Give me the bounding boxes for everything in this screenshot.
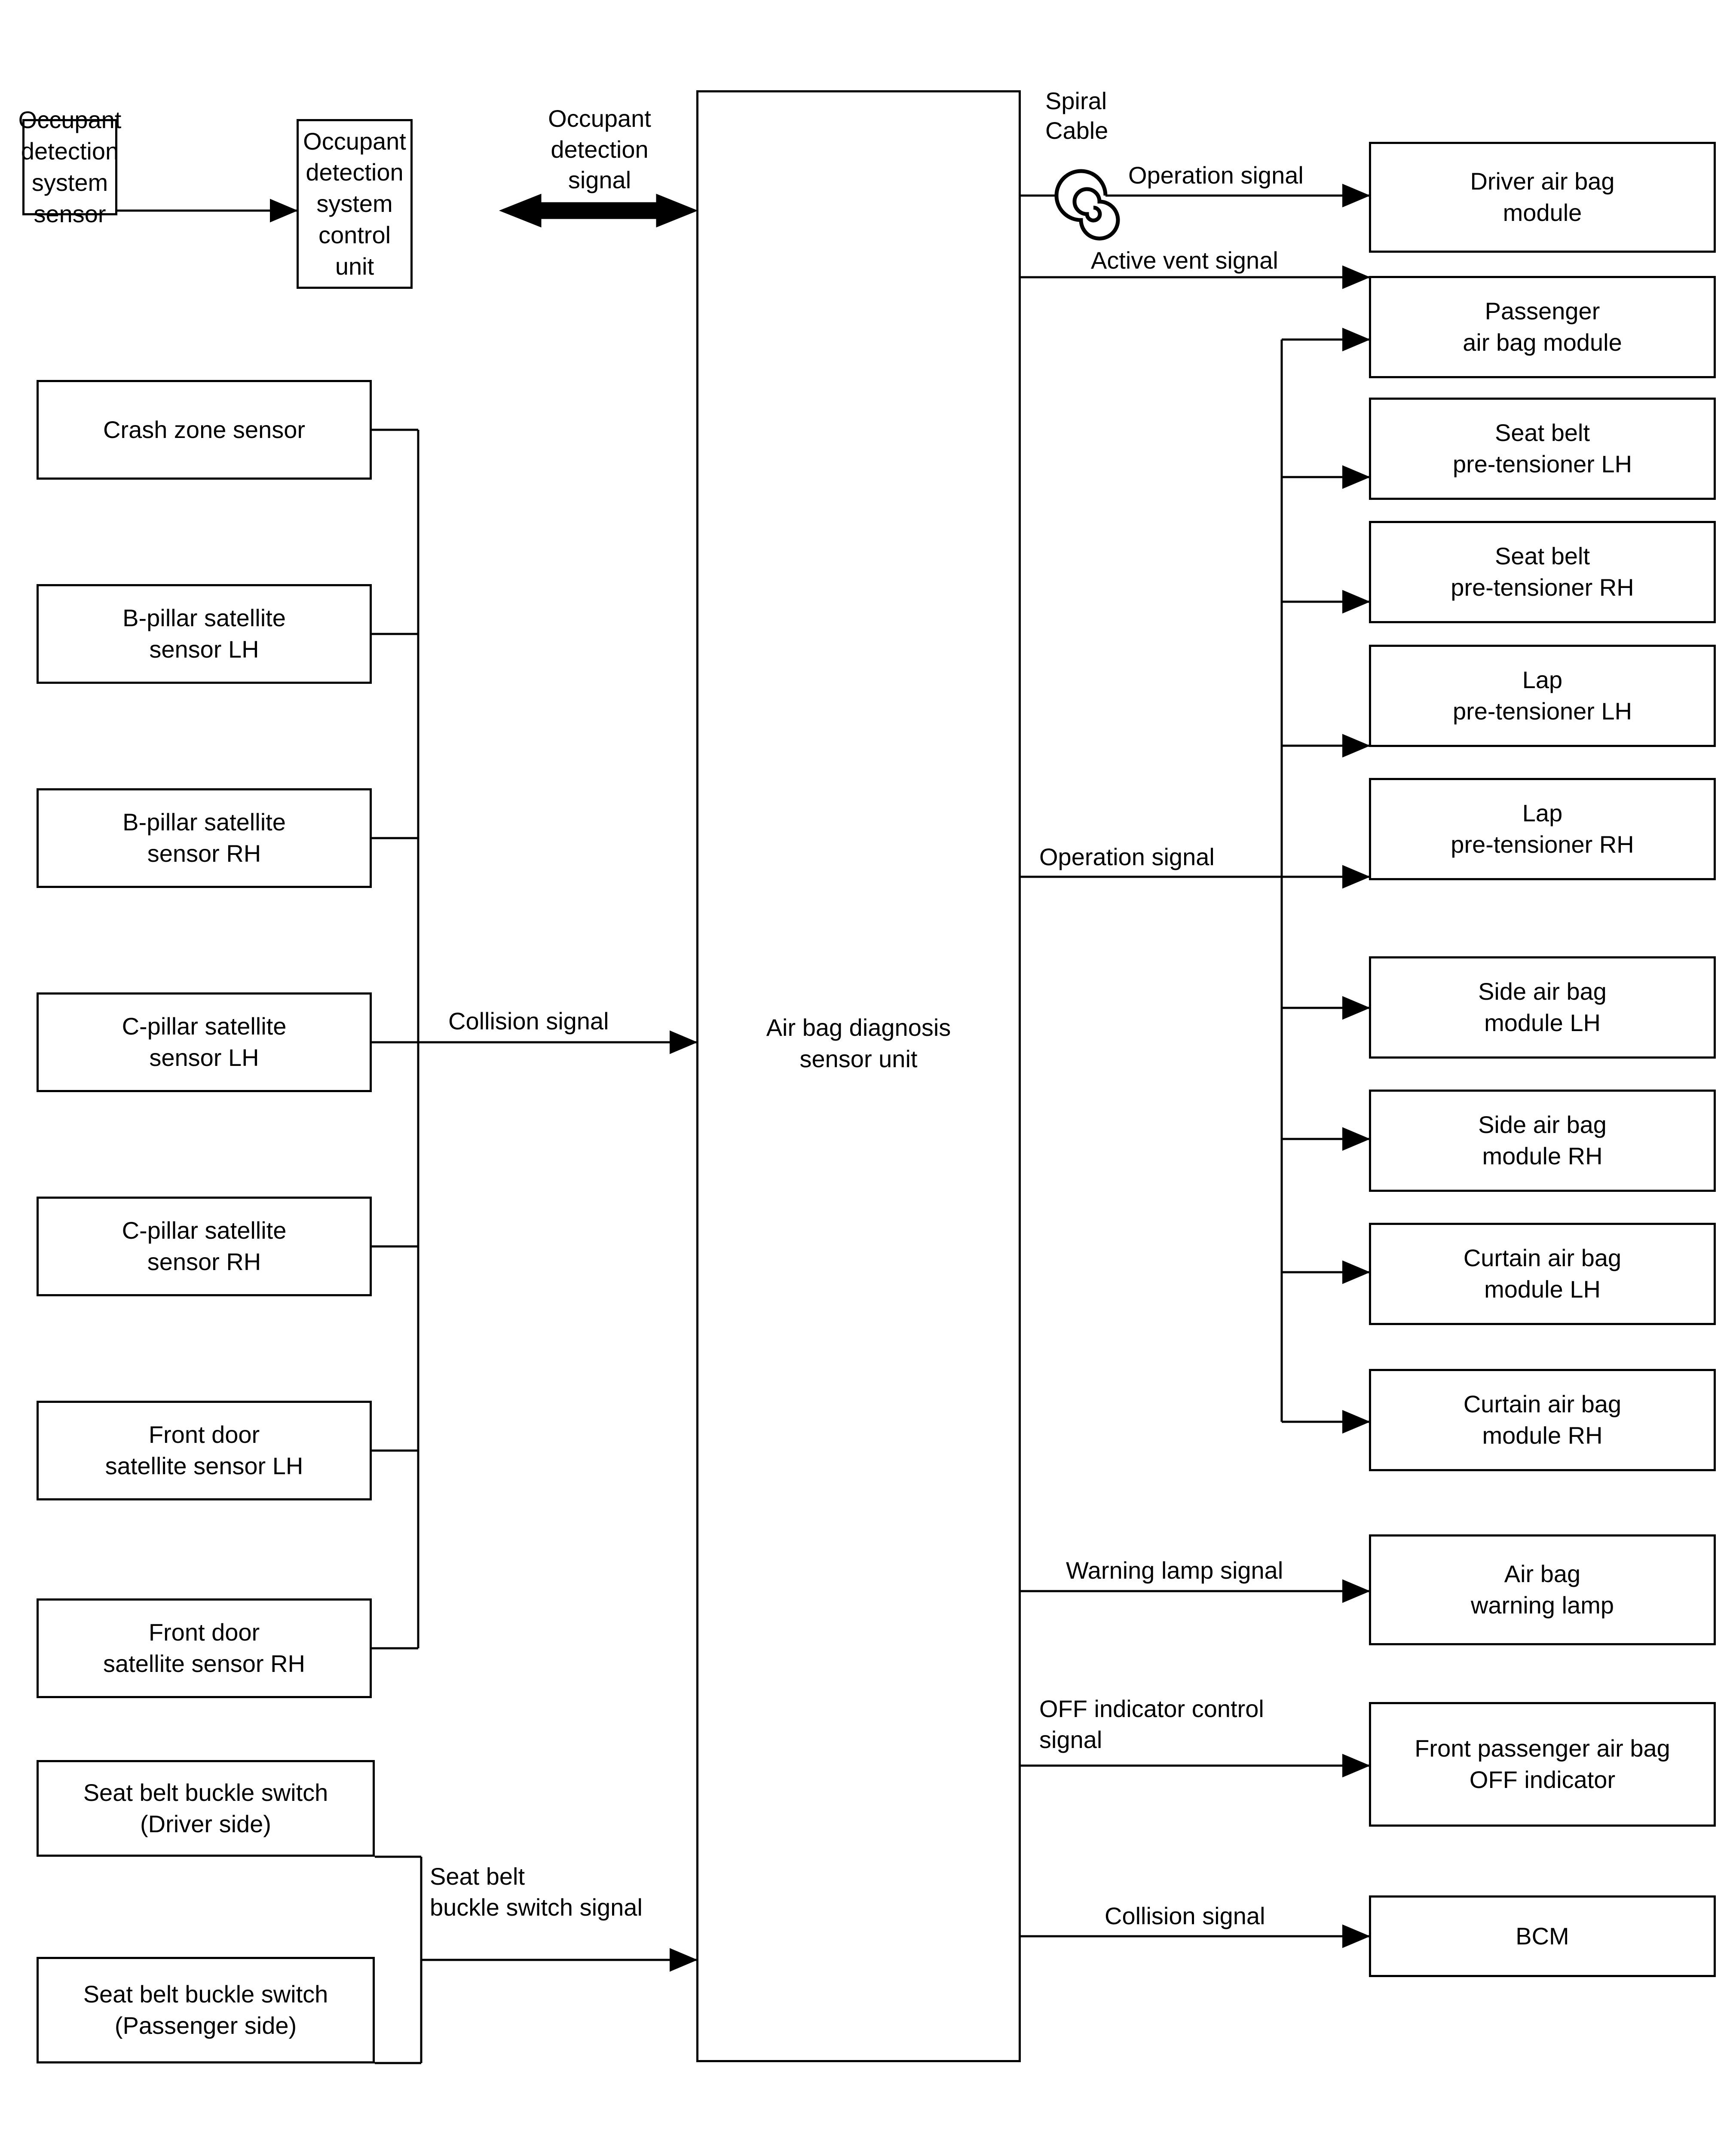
- driver-operation-signal-label: Operation signal: [1128, 162, 1304, 189]
- side-air-bag-module-lh-box[interactable]: Side air bag module LH: [1369, 956, 1716, 1059]
- seat-belt-pre-tensioner-lh-box[interactable]: Seat belt pre-tensioner LH: [1369, 398, 1716, 500]
- front-door-satellite-sensor-lh-label: Front door satellite sensor LH: [105, 1421, 303, 1479]
- curtain-air-bag-module-rh-label: Curtain air bag module RH: [1463, 1390, 1622, 1449]
- seat-belt-buckle-switch-driver-label: Seat belt buckle switch (Driver side): [83, 1779, 328, 1837]
- bcm-box[interactable]: BCM: [1369, 1895, 1716, 1977]
- front-door-satellite-sensor-rh-box[interactable]: Front door satellite sensor RH: [37, 1598, 372, 1698]
- collision-signal-input-label: Collision signal: [448, 1007, 609, 1035]
- side-air-bag-module-lh-label: Side air bag module LH: [1478, 978, 1607, 1036]
- b-pillar-satellite-sensor-rh-label: B-pillar satellite sensor RH: [122, 808, 286, 867]
- seat-belt-buckle-switch-passenger-box[interactable]: Seat belt buckle switch (Passenger side): [37, 1957, 375, 2063]
- air-bag-diagnosis-sensor-unit-label: Air bag diagnosis sensor unit: [766, 1014, 951, 1072]
- c-pillar-satellite-sensor-lh-label: C-pillar satellite sensor LH: [122, 1013, 287, 1071]
- occupant-detection-system-sensor-label: Occupant detection system sensor: [18, 106, 122, 227]
- lap-pre-tensioner-lh-label: Lap pre-tensioner LH: [1452, 666, 1632, 725]
- lap-pre-tensioner-rh-label: Lap pre-tensioner RH: [1451, 799, 1634, 858]
- occupant-detection-system-control-unit-box[interactable]: Occupant detection system control unit: [297, 119, 413, 289]
- crash-zone-sensor-box[interactable]: Crash zone sensor: [37, 380, 372, 480]
- occupant-detection-signal-arrow: [499, 193, 698, 228]
- side-air-bag-module-rh-box[interactable]: Side air bag module RH: [1369, 1090, 1716, 1192]
- crash-zone-sensor-label: Crash zone sensor: [103, 416, 305, 443]
- occupant-detection-system-control-unit-label: Occupant detection system control unit: [303, 127, 406, 280]
- front-passenger-air-bag-off-indicator-label: Front passenger air bag OFF indicator: [1415, 1735, 1670, 1793]
- seat-belt-pre-tensioner-lh-label: Seat belt pre-tensioner LH: [1452, 419, 1632, 478]
- front-door-satellite-sensor-rh-label: Front door satellite sensor RH: [103, 1619, 305, 1677]
- side-air-bag-module-rh-label: Side air bag module RH: [1478, 1111, 1607, 1169]
- c-pillar-satellite-sensor-rh-box[interactable]: C-pillar satellite sensor RH: [37, 1197, 372, 1296]
- driver-air-bag-module-box[interactable]: Driver air bag module: [1369, 142, 1716, 253]
- off-indicator-control-signal-label: OFF indicator control signal: [1039, 1695, 1264, 1753]
- c-pillar-satellite-sensor-lh-box[interactable]: C-pillar satellite sensor LH: [37, 992, 372, 1092]
- bcm-label: BCM: [1516, 1922, 1569, 1950]
- passenger-air-bag-module-label: Passenger air bag module: [1463, 297, 1622, 356]
- air-bag-diagnosis-sensor-unit-box[interactable]: Air bag diagnosis sensor unit: [696, 90, 1021, 2062]
- lap-pre-tensioner-lh-box[interactable]: Lap pre-tensioner LH: [1369, 645, 1716, 747]
- curtain-air-bag-module-rh-box[interactable]: Curtain air bag module RH: [1369, 1369, 1716, 1471]
- active-vent-signal-label: Active vent signal: [1091, 247, 1278, 274]
- seat-belt-pre-tensioner-rh-box[interactable]: Seat belt pre-tensioner RH: [1369, 521, 1716, 623]
- air-bag-warning-lamp-label: Air bag warning lamp: [1470, 1560, 1614, 1619]
- seat-belt-buckle-switch-signal-label: Seat belt buckle switch signal: [430, 1863, 643, 1921]
- spiral-cable-icon: [1054, 169, 1120, 241]
- front-passenger-air-bag-off-indicator-box[interactable]: Front passenger air bag OFF indicator: [1369, 1702, 1716, 1827]
- lap-pre-tensioner-rh-box[interactable]: Lap pre-tensioner RH: [1369, 778, 1716, 880]
- seat-belt-buckle-switch-passenger-label: Seat belt buckle switch (Passenger side): [83, 1981, 328, 2039]
- passenger-air-bag-module-box[interactable]: Passenger air bag module: [1369, 276, 1716, 378]
- occupant-detection-system-sensor-box[interactable]: Occupant detection system sensor: [18, 106, 122, 227]
- collision-signal-bcm-label: Collision signal: [1105, 1902, 1265, 1929]
- seat-belt-pre-tensioner-rh-label: Seat belt pre-tensioner RH: [1451, 542, 1634, 601]
- occupant-detection-signal-label: Occupant detection signal: [548, 105, 651, 194]
- curtain-air-bag-module-lh-label: Curtain air bag module LH: [1463, 1244, 1622, 1303]
- operation-signal-label: Operation signal: [1039, 843, 1215, 870]
- curtain-air-bag-module-lh-box[interactable]: Curtain air bag module LH: [1369, 1223, 1716, 1325]
- b-pillar-satellite-sensor-rh-box[interactable]: B-pillar satellite sensor RH: [37, 788, 372, 888]
- front-door-satellite-sensor-lh-box[interactable]: Front door satellite sensor LH: [37, 1401, 372, 1500]
- spiral-cable-label: Spiral Cable: [1045, 87, 1108, 144]
- c-pillar-satellite-sensor-rh-label: C-pillar satellite sensor RH: [122, 1217, 287, 1275]
- b-pillar-satellite-sensor-lh-label: B-pillar satellite sensor LH: [122, 604, 286, 663]
- driver-air-bag-module-label: Driver air bag module: [1470, 168, 1615, 226]
- seat-belt-buckle-switch-driver-box[interactable]: Seat belt buckle switch (Driver side): [37, 1760, 375, 1857]
- warning-lamp-signal-label: Warning lamp signal: [1066, 1557, 1283, 1584]
- b-pillar-satellite-sensor-lh-box[interactable]: B-pillar satellite sensor LH: [37, 584, 372, 684]
- air-bag-warning-lamp-box[interactable]: Air bag warning lamp: [1369, 1534, 1716, 1645]
